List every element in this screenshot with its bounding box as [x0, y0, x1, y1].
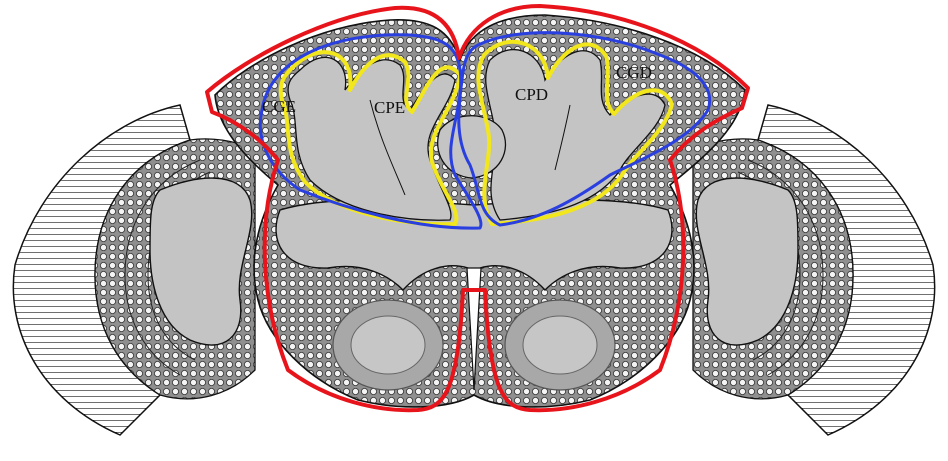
- right-antennal-lobe: [505, 300, 615, 390]
- label-cgd: CGD: [616, 63, 652, 82]
- label-cge: CGE: [262, 97, 296, 116]
- label-cpd: CPD: [515, 85, 548, 104]
- left-antennal-lobe: [333, 300, 443, 390]
- label-cpe: CPE: [374, 98, 405, 117]
